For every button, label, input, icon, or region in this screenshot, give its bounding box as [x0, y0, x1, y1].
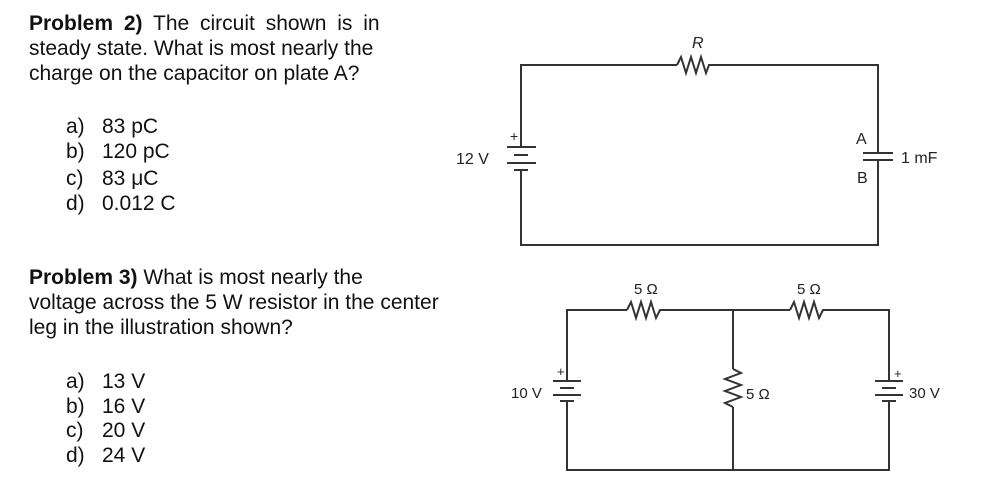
wire-left — [520, 64, 677, 147]
wire-left-top — [566, 309, 627, 381]
problem-3-options: a)13 V b)16 V c)20 V d)24 V — [66, 370, 145, 468]
problem-2-question: Problem 2) The circuit shown is in stead… — [29, 12, 380, 85]
option-a[interactable]: a)83 pC — [66, 115, 159, 138]
capacitor-1mf-label: 1 mF — [901, 150, 938, 167]
problem-3-question: Problem 3) What is most nearly the volta… — [29, 266, 439, 339]
battery-10v-icon — [553, 380, 581, 402]
two-source-circuit: + 10 V + 30 V 5 Ω 5 Ω 5 Ω — [511, 281, 940, 471]
resistor-top-right-icon — [789, 298, 830, 322]
wire-left-bottom — [520, 160, 879, 246]
problem-2-title: Problem 2) — [29, 12, 143, 35]
plate-a-label: A — [856, 131, 867, 148]
plate-b-label: B — [857, 170, 868, 187]
battery-30v-icon — [875, 380, 903, 402]
wire-left-bottom — [566, 400, 890, 471]
battery-10v-plus: + — [557, 364, 565, 379]
resistor-center-label: 5 Ω — [746, 386, 770, 403]
option-b[interactable]: b)120 pC — [66, 139, 170, 163]
battery-30v-label: 30 V — [909, 385, 940, 402]
resistor-r-label: R — [692, 35, 704, 52]
wire-right-top — [830, 309, 890, 381]
resistor-top-left-icon — [626, 298, 668, 322]
battery-30v-plus: + — [894, 366, 902, 381]
wire-top-right — [720, 64, 879, 153]
resistor-top-left-label: 5 Ω — [634, 281, 658, 298]
battery-12v-label: 12 V — [456, 151, 489, 168]
battery-10v-label: 10 V — [511, 385, 542, 402]
option-c[interactable]: c)83 μC — [66, 167, 159, 190]
rc-circuit: + 12 V R A B 1 mF — [456, 35, 938, 246]
option-d[interactable]: d)0.012 C — [66, 191, 176, 215]
option-d[interactable]: d)24 V — [66, 443, 146, 467]
resistor-top-right-label: 5 Ω — [797, 281, 821, 298]
resistor-r-icon — [676, 53, 720, 77]
option-c[interactable]: c)20 V — [66, 419, 146, 442]
option-a[interactable]: a)13 V — [66, 370, 146, 393]
battery-12v-icon — [507, 146, 536, 171]
capacitor-icon — [863, 152, 893, 161]
resistor-center-icon — [722, 368, 744, 408]
problem-2-options: a)83 pC b)120 pC c)83 μC d)0.012 C — [66, 115, 176, 216]
battery-plus-sign: + — [510, 128, 518, 144]
option-b[interactable]: b)16 V — [66, 394, 146, 418]
problem-3-title: Problem 3) — [29, 266, 138, 289]
